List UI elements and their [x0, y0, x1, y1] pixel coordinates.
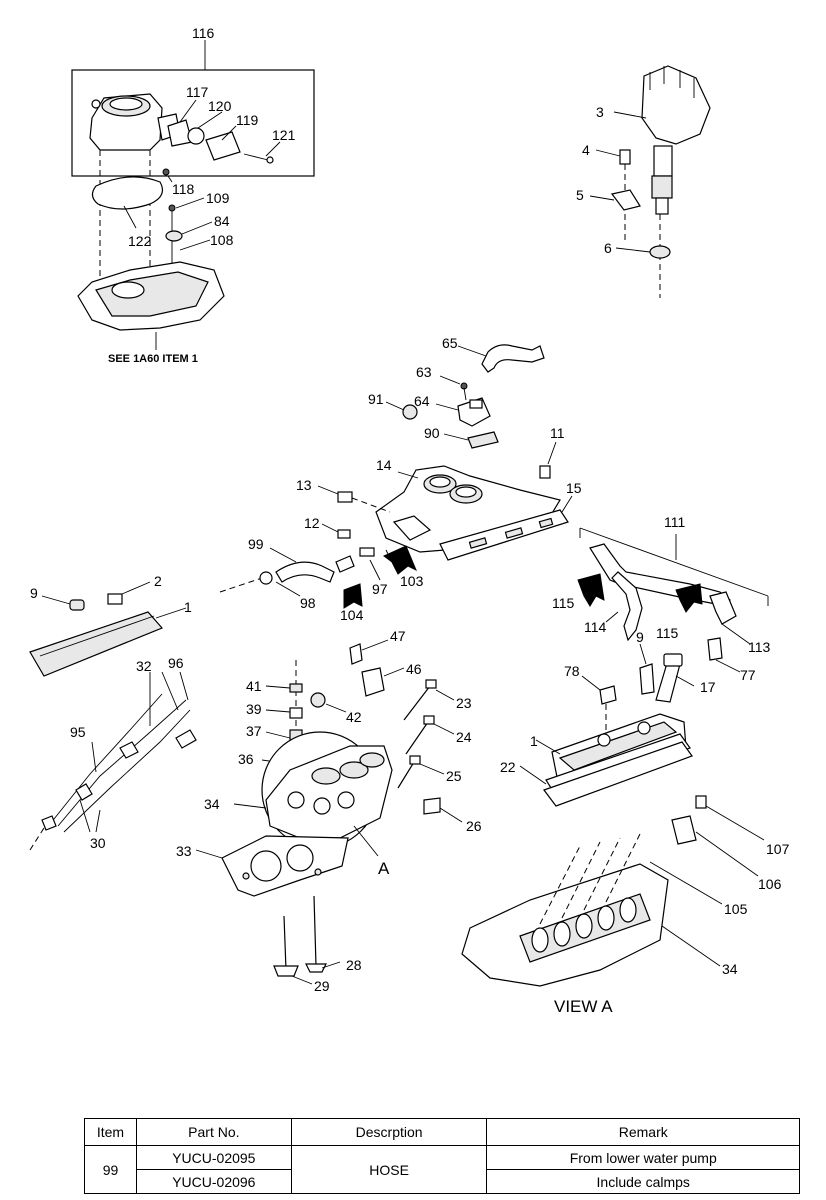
parts-table: Item Part No. Descrption Remark 99 YUCU-… [84, 1118, 800, 1194]
callout-105: 105 [724, 901, 748, 917]
table-header-row: Item Part No. Descrption Remark [84, 1118, 800, 1146]
callout-84: 84 [214, 213, 230, 229]
callout-42: 42 [346, 709, 362, 725]
cell-part-no-1: YUCU-02095 [135, 1145, 292, 1170]
exploded-parts-diagram: 116 117 120 119 121 118 109 84 108 122 S… [29, 25, 790, 1016]
callout-1-left: 1 [184, 599, 192, 615]
callout-111: 111 [664, 514, 685, 530]
throttle-body-box [71, 69, 315, 177]
cell-remark-1: From lower water pump [486, 1145, 800, 1170]
callout-103: 103 [400, 573, 424, 589]
view-a-detail [461, 795, 765, 987]
callout-12: 12 [304, 515, 320, 531]
callout-77: 77 [740, 667, 756, 683]
callout-39: 39 [246, 701, 262, 717]
callout-22: 22 [500, 759, 516, 775]
cell-part-no-2: YUCU-02096 [135, 1169, 292, 1194]
callout-labels: 116 117 120 119 121 118 109 84 108 122 S… [30, 25, 790, 1016]
callout-25: 25 [446, 768, 462, 784]
callout-113: 113 [748, 639, 771, 655]
see-note: SEE 1A60 ITEM 1 [108, 353, 198, 365]
callout-33: 33 [176, 843, 192, 859]
callout-107: 107 [766, 841, 790, 857]
callout-109: 109 [206, 190, 230, 206]
callout-17: 17 [700, 679, 716, 695]
callout-78: 78 [564, 663, 580, 679]
callout-34-left: 34 [204, 796, 220, 812]
arrow-104 [343, 583, 363, 609]
callout-3: 3 [596, 104, 604, 120]
callout-106: 106 [758, 876, 782, 892]
callout-47: 47 [390, 628, 406, 644]
callout-a: A [378, 859, 390, 878]
callout-28: 28 [346, 957, 362, 973]
callout-32: 32 [136, 658, 152, 674]
callout-9-left: 9 [30, 585, 38, 601]
lower-intake-manifold [219, 465, 573, 609]
callout-11: 11 [550, 425, 565, 441]
callout-2: 2 [154, 573, 162, 589]
callout-115-right: 115 [656, 625, 679, 641]
header-item: Item [84, 1118, 137, 1146]
callout-115-left: 115 [552, 595, 575, 611]
header-part-no: Part No. [135, 1118, 292, 1146]
cell-item: 99 [84, 1145, 137, 1194]
callout-15: 15 [566, 480, 582, 496]
right-rocker-cover-group [519, 643, 695, 807]
callout-116: 116 [192, 25, 215, 41]
cell-description: HOSE [290, 1145, 488, 1194]
callout-118: 118 [172, 181, 195, 197]
callout-91: 91 [368, 391, 384, 407]
callout-9-right: 9 [636, 629, 644, 645]
callout-120: 120 [208, 98, 232, 114]
callout-26: 26 [466, 818, 482, 834]
distributor-assembly [589, 65, 711, 298]
callout-36: 36 [238, 751, 254, 767]
coolant-tube-group [577, 527, 769, 673]
arrow-115-right [675, 583, 703, 613]
view-a-label: VIEW A [554, 997, 613, 1016]
callout-117: 117 [186, 84, 209, 100]
callout-95: 95 [70, 724, 86, 740]
callout-29: 29 [314, 978, 330, 994]
callout-108: 108 [210, 232, 234, 248]
callout-64: 64 [414, 393, 430, 409]
callout-30: 30 [90, 835, 106, 851]
callout-96: 96 [168, 655, 184, 671]
table-row: 99 YUCU-02095 HOSE From lower water pump [84, 1145, 800, 1194]
callout-34-right: 34 [722, 961, 738, 977]
callout-37: 37 [246, 723, 262, 739]
callout-98: 98 [300, 595, 316, 611]
callout-97: 97 [372, 581, 388, 597]
cylinder-head-group [195, 639, 463, 985]
callout-119: 119 [236, 112, 259, 128]
callout-14: 14 [376, 457, 392, 473]
callout-65: 65 [442, 335, 458, 351]
header-remark: Remark [486, 1118, 800, 1146]
callout-5: 5 [576, 187, 584, 203]
callout-104: 104 [340, 607, 364, 623]
table-row: YUCU-02096 Include calmps [85, 1169, 800, 1194]
callout-122: 122 [128, 233, 152, 249]
callout-41: 41 [246, 678, 262, 694]
cell-remark-2: Include calmps [486, 1169, 800, 1194]
callout-63: 63 [416, 364, 432, 380]
callout-90: 90 [424, 425, 440, 441]
callout-121: 121 [272, 127, 296, 143]
arrow-115-left [577, 573, 605, 607]
sensor-and-hose-group [385, 344, 557, 479]
callout-23: 23 [456, 695, 472, 711]
callout-1-right: 1 [530, 733, 538, 749]
callout-46: 46 [406, 661, 422, 677]
throttle-body-assembly [71, 40, 315, 350]
callout-13: 13 [296, 477, 312, 493]
arrow-103 [383, 545, 417, 575]
callout-6: 6 [604, 240, 612, 256]
callout-24: 24 [456, 729, 472, 745]
callout-4: 4 [582, 142, 590, 158]
header-description: Descrption [290, 1118, 488, 1146]
callout-114: 114 [584, 619, 607, 635]
left-harness-and-cover [29, 581, 197, 851]
callout-99: 99 [248, 536, 264, 552]
